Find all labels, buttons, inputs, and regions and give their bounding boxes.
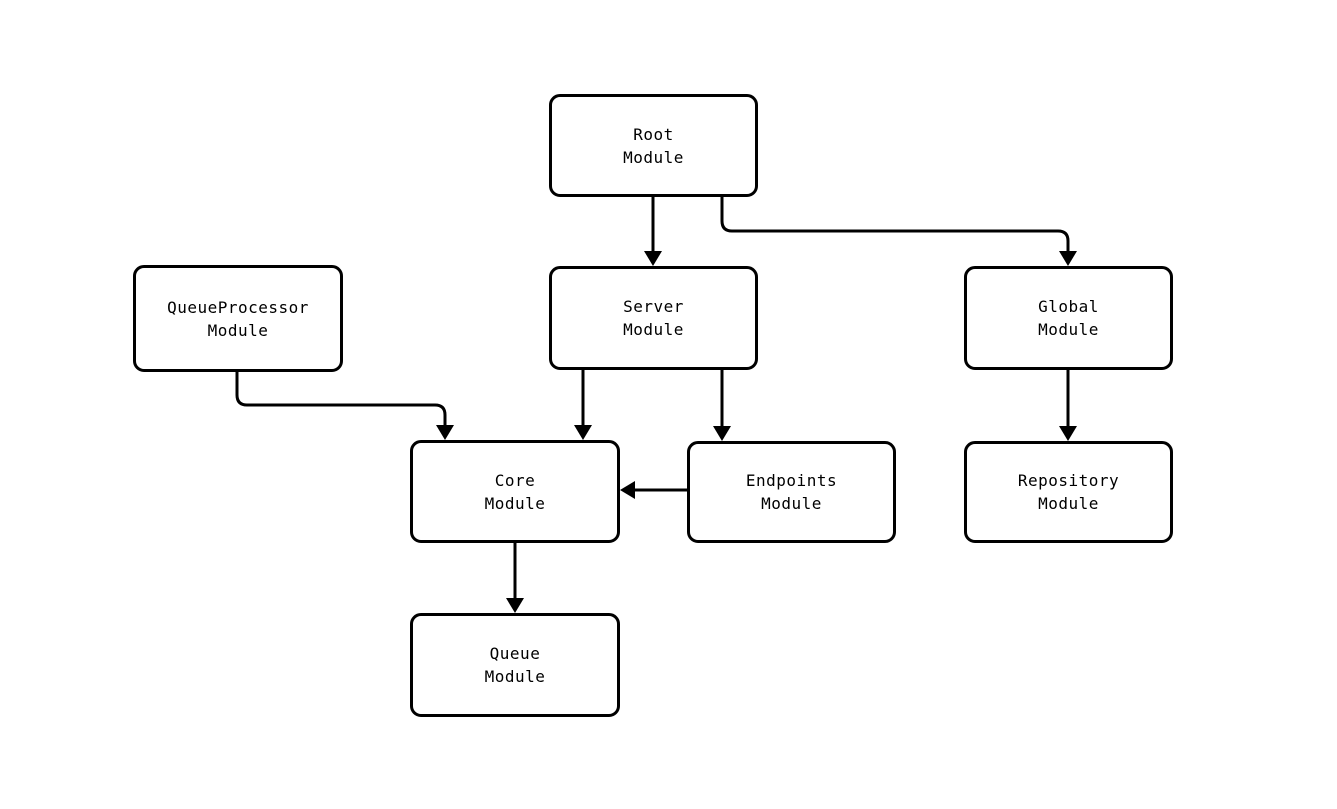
node-label-name: Repository [1017,471,1120,490]
arrowhead-icon [436,425,454,440]
edge-server-to-core [574,370,592,440]
arrowhead-icon [1059,251,1077,266]
arrowhead-icon [1059,426,1077,441]
node-label-kind: Module [484,667,546,686]
node-label-kind: Module [1038,320,1099,339]
edge-queueprocessor-to-core [235,372,454,440]
edge-line [235,372,447,426]
arrowhead-icon [506,598,524,613]
node-label-kind: Module [484,493,546,513]
node-label-name: Server [623,297,684,316]
edge-root-to-global [720,197,1077,266]
node-label-name: Root [633,124,674,144]
node-label-name: Endpoints [745,471,838,490]
node-label-name: QueueProcessor [167,297,309,317]
edge-core-to-queue [506,543,524,613]
arrowhead-icon [713,426,731,441]
edge-server-to-endpoints [713,370,731,441]
edge-root-to-server [644,197,662,266]
node-label-kind: Module [623,147,684,167]
edge-line [720,197,1070,252]
arrowhead-icon [574,425,592,440]
node-label-kind: Module [623,320,684,339]
node-label-name: Global [1038,297,1099,316]
node-label-kind: Module [207,320,269,340]
edge-endpoints-to-core [620,481,687,499]
arrowhead-icon [620,481,635,499]
node-label-kind: Module [761,494,822,513]
arrowhead-icon [644,251,662,266]
node-label-name: Queue [489,644,541,663]
node-label-name: Core [494,470,536,490]
edge-global-to-repository [1059,370,1077,441]
node-label-kind: Module [1038,494,1099,513]
